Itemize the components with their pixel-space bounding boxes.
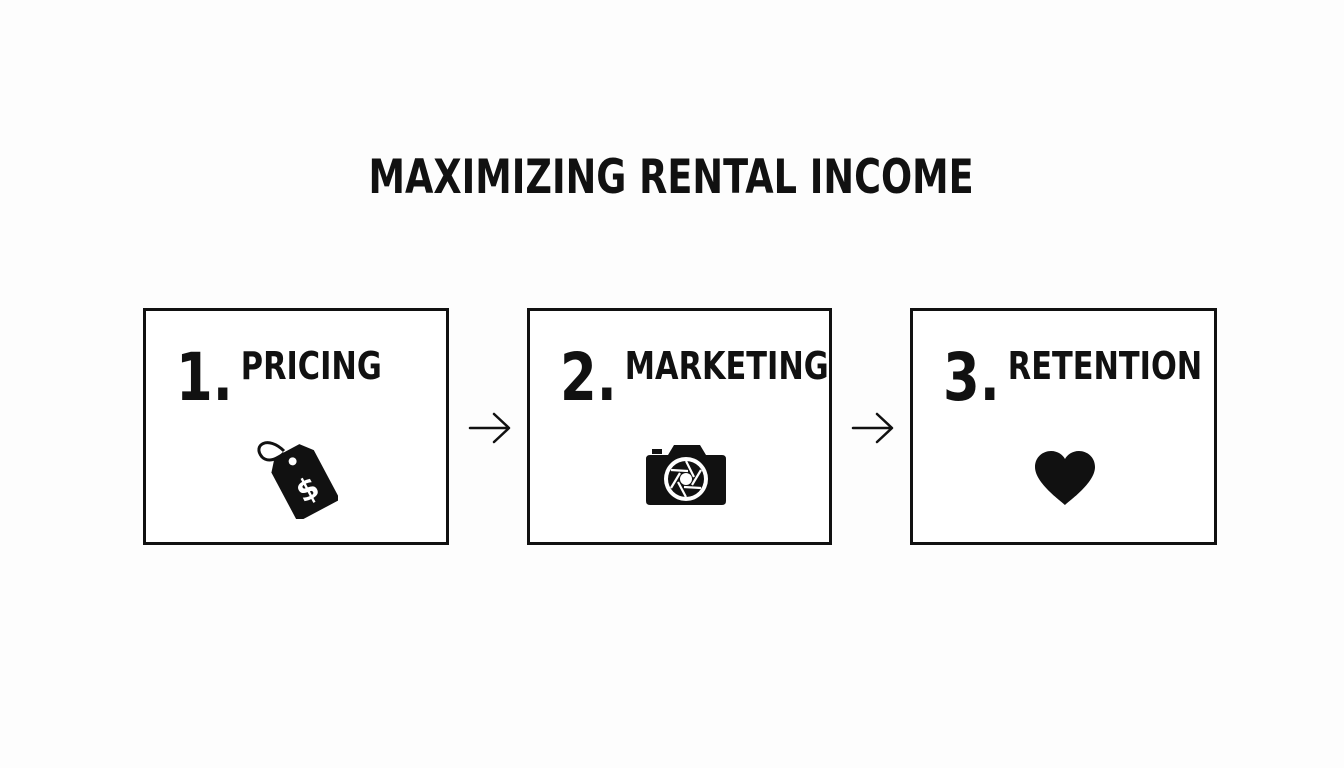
step-header-pricing: 1.PRICING [176, 343, 382, 413]
step-header-marketing: 2.MARKETING [560, 343, 829, 413]
diagram-title: MAXIMIZING RENTAL INCOME [368, 150, 974, 205]
step-number: 2. [560, 339, 617, 416]
camera-icon [644, 441, 728, 507]
arrow-right-icon [467, 410, 513, 450]
step-label: MARKETING [624, 344, 829, 388]
step-number: 1. [176, 339, 233, 416]
arrow-right-icon [850, 410, 896, 450]
step-number: 3. [943, 339, 1000, 416]
heart-icon [1033, 449, 1097, 507]
step-label: RETENTION [1007, 344, 1203, 388]
step-box-pricing: 1.PRICING $ [143, 308, 449, 545]
price-tag-dollar-icon: $ [254, 429, 338, 519]
step-label: PRICING [240, 344, 382, 388]
step-box-retention: 3.RETENTION [910, 308, 1217, 545]
step-box-marketing: 2.MARKETING [527, 308, 832, 545]
step-header-retention: 3.RETENTION [943, 343, 1202, 413]
